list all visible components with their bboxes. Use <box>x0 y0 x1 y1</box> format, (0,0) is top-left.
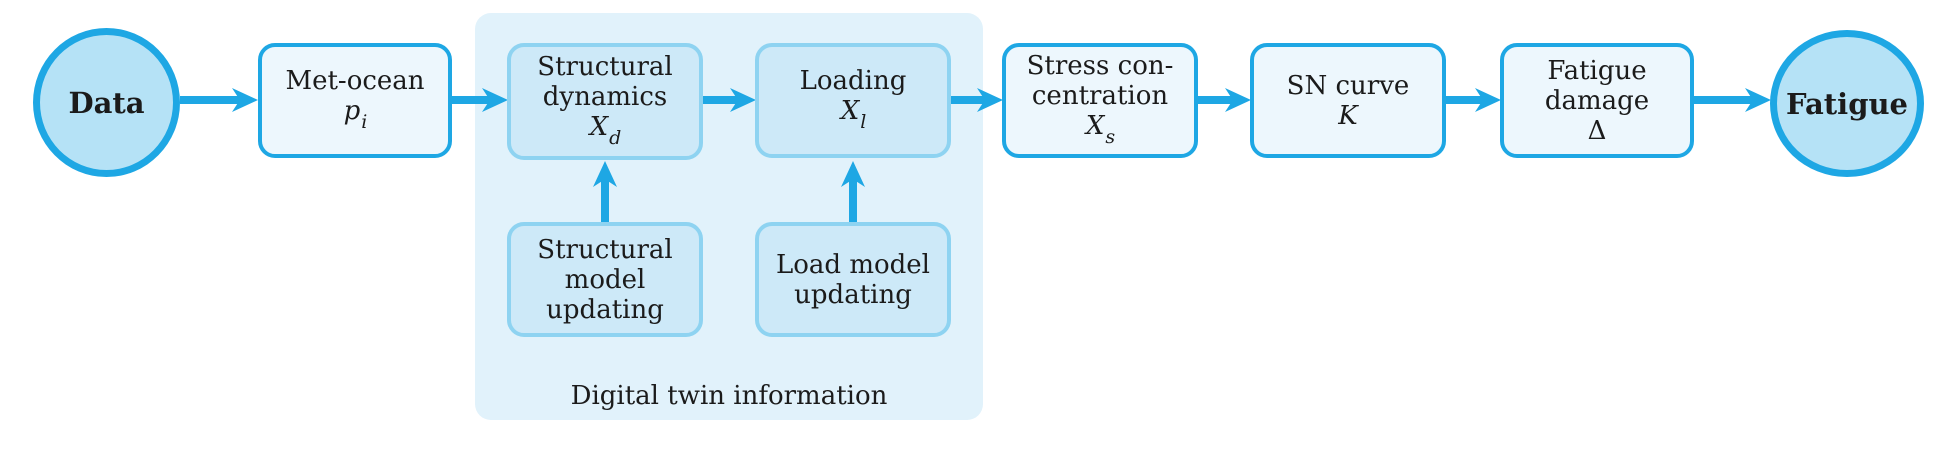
fatigue-terminal: Fatigue <box>1770 30 1924 177</box>
flow-arrow-dynamics-to-loading <box>703 88 756 112</box>
arrow-shaft <box>1198 96 1235 104</box>
box-symbol: Xs <box>1085 111 1116 149</box>
symbol-subscript: l <box>860 110 867 133</box>
arrow-shaft <box>703 96 740 104</box>
symbol-glyph: K <box>1338 100 1358 131</box>
arrow-shaft <box>951 96 987 104</box>
symbol-subscript: i <box>361 110 368 133</box>
symbol-glyph: X <box>840 96 860 127</box>
load-model-updating-box: Load model updating <box>755 222 951 337</box>
box-symbol: Xl <box>840 96 867 134</box>
box-label-line: dynamics <box>542 82 668 113</box>
flow-arrow-damage-to-fatigue <box>1694 88 1771 112</box>
data-terminal-label: Data <box>68 85 145 120</box>
flow-arrow-metocean-to-dynamics <box>452 88 508 112</box>
symbol-glyph: Δ <box>1587 115 1607 146</box>
arrow-shaft <box>1694 96 1755 104</box>
digital-twin-region-label: Digital twin information <box>570 381 888 411</box>
box-symbol: Xd <box>589 112 622 150</box>
box-label-line: updating <box>794 279 912 310</box>
box-symbol: pi <box>343 96 368 134</box>
stress-concentration-box: Stress con- centration Xs <box>1002 43 1198 158</box>
symbol-glyph: p <box>343 96 361 127</box>
box-label-line: Structural <box>537 52 673 83</box>
box-label-line: updating <box>546 294 664 325</box>
box-label-line: Stress con- <box>1026 51 1174 82</box>
update-arrow-load <box>841 161 865 222</box>
arrow-shaft <box>1445 96 1485 104</box>
box-label-line: Met-ocean <box>285 66 425 97</box>
box-label-line: Loading <box>799 66 907 97</box>
arrow-shaft <box>601 177 609 222</box>
symbol-subscript: d <box>609 126 622 149</box>
met-ocean-box: Met-ocean pi <box>258 43 452 158</box>
arrow-shaft <box>452 96 492 104</box>
symbol-subscript: s <box>1105 125 1116 148</box>
box-label-line: Load model <box>776 249 930 280</box>
data-terminal: Data <box>33 28 180 177</box>
flow-arrow-data-to-metocean <box>180 88 258 112</box>
structural-dynamics-box: Structural dynamics Xd <box>507 43 703 160</box>
box-label-line: Structural <box>537 234 673 265</box>
box-label-line: centration <box>1031 81 1169 112</box>
loading-box: Loading Xl <box>755 43 951 158</box>
box-label-line: SN curve <box>1286 70 1410 101</box>
structural-model-updating-box: Structural model updating <box>507 222 703 337</box>
arrow-shaft <box>849 177 857 222</box>
box-label-line: Fatigue <box>1547 55 1647 86</box>
flow-arrow-stress-to-sncurve <box>1198 88 1251 112</box>
symbol-glyph: X <box>589 112 609 143</box>
flow-arrow-sncurve-to-damage <box>1445 88 1501 112</box>
fatigue-damage-box: Fatigue damage Δ <box>1500 43 1694 158</box>
sn-curve-box: SN curve K <box>1250 43 1446 158</box>
fatigue-terminal-label: Fatigue <box>1785 86 1909 121</box>
box-symbol: Δ <box>1588 116 1607 146</box>
box-symbol: K <box>1338 101 1357 131</box>
symbol-glyph: X <box>1085 111 1105 142</box>
arrow-shaft <box>180 96 242 104</box>
flow-arrow-loading-to-stress <box>951 88 1003 112</box>
box-label-line: model <box>564 264 646 295</box>
box-label-line: damage <box>1544 85 1650 116</box>
update-arrow-structural <box>593 161 617 222</box>
